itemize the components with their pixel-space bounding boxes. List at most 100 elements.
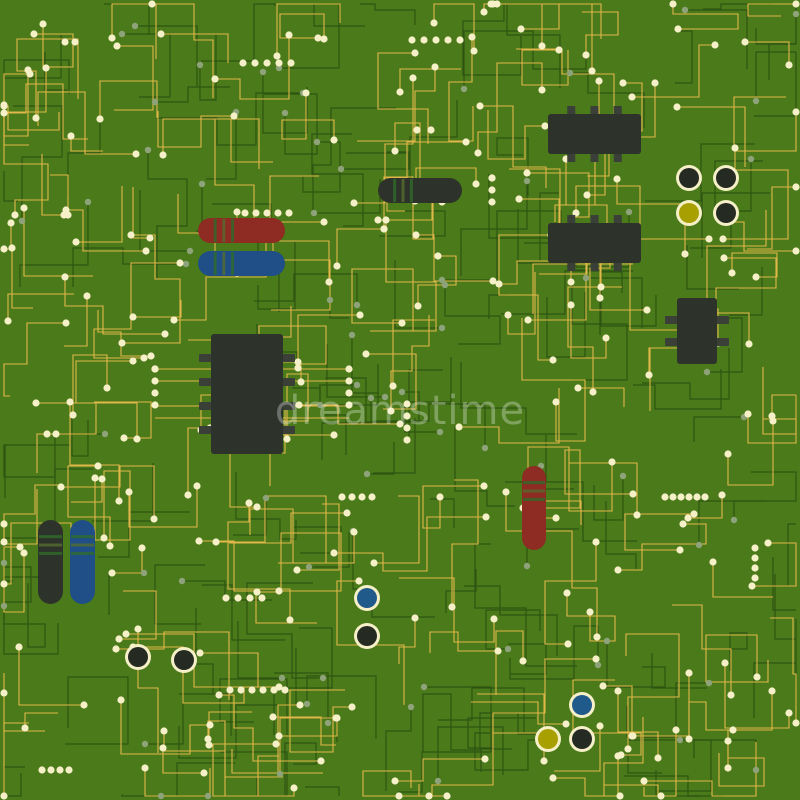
gray-pad	[151, 98, 159, 106]
gold-trace	[643, 787, 661, 797]
gold-trace	[334, 516, 486, 572]
solder-pad	[721, 659, 729, 667]
solder-pad	[30, 30, 38, 38]
gold-trace	[212, 743, 279, 797]
solder-pad	[574, 384, 582, 392]
solder-pad	[552, 398, 560, 406]
dark-traces	[3, 3, 797, 797]
gray-pad	[178, 577, 186, 585]
gold-trace	[370, 220, 437, 332]
solder-pad	[748, 582, 756, 590]
solder-pad	[290, 784, 298, 792]
solder-pad	[744, 410, 752, 418]
solder-pad	[115, 497, 123, 505]
solder-pad	[294, 358, 302, 366]
dark-trace	[312, 107, 396, 211]
gray-pad	[198, 180, 206, 188]
solder-pad	[296, 701, 304, 709]
solder-pad	[412, 231, 420, 239]
gold-trace	[7, 293, 74, 321]
solder-pad	[134, 625, 142, 633]
solder-pad	[596, 294, 604, 302]
solder-pad	[728, 269, 736, 277]
chip-pin	[613, 106, 622, 116]
solder-pad	[619, 79, 627, 87]
dark-trace	[311, 133, 364, 227]
gold-trace	[99, 80, 158, 119]
solder-pad	[517, 25, 525, 33]
solder-pad	[729, 726, 737, 734]
gold-trace	[553, 756, 619, 797]
solder-pad	[519, 657, 527, 665]
gray-pad	[603, 637, 611, 645]
header-pad	[413, 126, 421, 134]
solder-pad	[62, 206, 70, 214]
solder-pad	[184, 491, 192, 499]
dark-trace	[599, 271, 623, 335]
solder-pad	[792, 0, 800, 8]
solder-pad	[72, 238, 80, 246]
components	[38, 106, 739, 752]
solder-pad	[129, 357, 137, 365]
solder-pad	[679, 520, 687, 528]
solder-pad	[431, 63, 439, 71]
header-pad	[239, 59, 247, 67]
gold-trace	[161, 33, 229, 63]
gray-pad	[438, 276, 446, 284]
dark-trace	[693, 416, 744, 442]
solder-pad	[564, 640, 572, 648]
solder-pad	[436, 493, 444, 501]
capacitor-dark	[354, 623, 380, 649]
gold-trace	[72, 354, 108, 415]
capacitor-dark	[676, 165, 702, 191]
solder-pad	[482, 513, 490, 521]
solder-pad	[39, 20, 47, 28]
solder-pad	[211, 75, 219, 83]
solder-pad	[355, 577, 363, 585]
gold-trace	[718, 741, 765, 787]
dark-trace	[3, 606, 59, 655]
solder-pad	[443, 792, 451, 800]
resistor-band	[213, 219, 217, 242]
dark-trace	[237, 621, 282, 679]
header-pad	[222, 594, 230, 602]
resistor-band	[71, 543, 94, 547]
header-pad	[56, 766, 64, 774]
dark-trace	[605, 501, 637, 569]
gray-pad	[337, 165, 345, 173]
solder-pad	[67, 132, 75, 140]
dark-trace	[195, 608, 214, 693]
chip-pin	[567, 152, 576, 162]
dark-trace	[701, 192, 770, 258]
solder-pad	[293, 566, 301, 574]
dark-trace	[733, 471, 797, 520]
header-pad	[420, 36, 428, 44]
resistor-band	[71, 535, 94, 539]
gold-trace	[351, 268, 414, 331]
gray-pad	[316, 401, 324, 409]
header-pad	[275, 59, 283, 67]
capacitor-yellow	[535, 726, 561, 752]
solder-pad	[470, 47, 478, 55]
header-pad	[71, 38, 79, 46]
header-pad	[285, 209, 293, 217]
solder-pad	[350, 528, 358, 536]
gray-pad	[594, 661, 602, 669]
gray-pad	[140, 569, 148, 577]
header-pad	[368, 493, 376, 501]
gold-trace	[644, 742, 757, 797]
dark-trace	[685, 9, 748, 69]
resistor-band	[39, 543, 62, 547]
gold-trace	[723, 148, 789, 240]
solder-pad	[113, 42, 121, 50]
gold-trace	[544, 542, 597, 645]
gold-trace	[395, 758, 485, 782]
solder-pad	[414, 302, 422, 310]
solder-pad	[100, 534, 108, 542]
solder-pad	[567, 278, 575, 286]
solder-pad	[592, 538, 600, 546]
solder-pad	[205, 741, 213, 749]
header-pad	[65, 766, 73, 774]
solder-pad	[549, 774, 557, 782]
solder-pad	[20, 549, 28, 557]
